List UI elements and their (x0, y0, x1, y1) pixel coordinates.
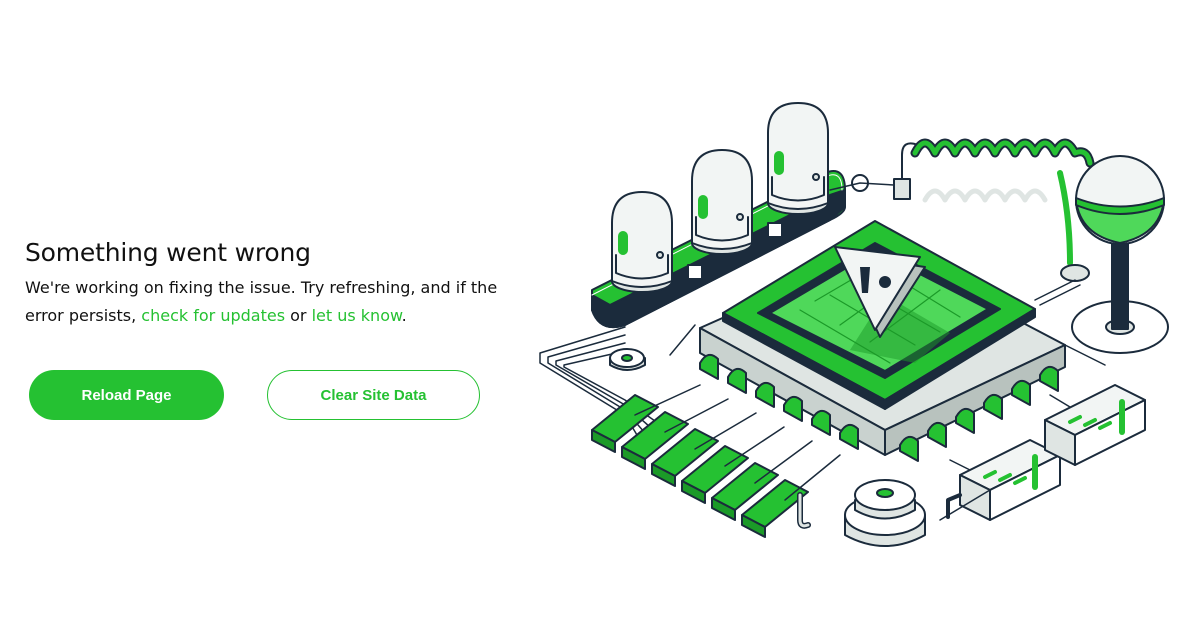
contact-link[interactable]: let us know (311, 306, 402, 325)
ramp-pipe (798, 493, 810, 528)
chip-pins-right (899, 365, 1059, 462)
small-pad (609, 348, 646, 371)
spring-coil (901, 138, 1095, 266)
glass-tube-1 (611, 191, 673, 293)
chip-pins-left (699, 353, 859, 450)
clear-site-data-button[interactable]: Clear Site Data (267, 370, 480, 420)
round-device (844, 479, 926, 547)
battery-pack-1 (959, 439, 1061, 521)
small-cube (767, 222, 783, 238)
message-text-end: . (401, 306, 407, 325)
spring-base (893, 178, 911, 200)
pin-wires (634, 384, 1076, 501)
action-buttons: Reload Page Clear Site Data (29, 370, 480, 420)
error-panel: Something went wrong We're working on fi… (25, 236, 505, 330)
battery-pipe (946, 493, 962, 519)
glass-tube-3 (767, 102, 829, 215)
connector-wires (939, 279, 1106, 521)
error-illustration (539, 102, 1169, 547)
battery-pack-2 (1044, 384, 1146, 466)
wire (829, 182, 895, 191)
warning-icon (879, 276, 891, 288)
message-text-middle: or (285, 306, 312, 325)
spring-base-pad (1060, 264, 1090, 282)
page-title: Something went wrong (25, 238, 311, 267)
glass-tube-2 (691, 149, 753, 255)
message-text: We're working on fixing the issue. Try r… (25, 278, 498, 325)
warning-sign (834, 246, 926, 338)
beacon (1071, 155, 1169, 354)
reload-page-button[interactable]: Reload Page (29, 370, 224, 420)
error-message: We're working on fixing the issue. Try r… (25, 274, 505, 330)
check-updates-link[interactable]: check for updates (141, 306, 286, 325)
ramp-blocks (591, 394, 809, 538)
small-cube (687, 264, 703, 280)
